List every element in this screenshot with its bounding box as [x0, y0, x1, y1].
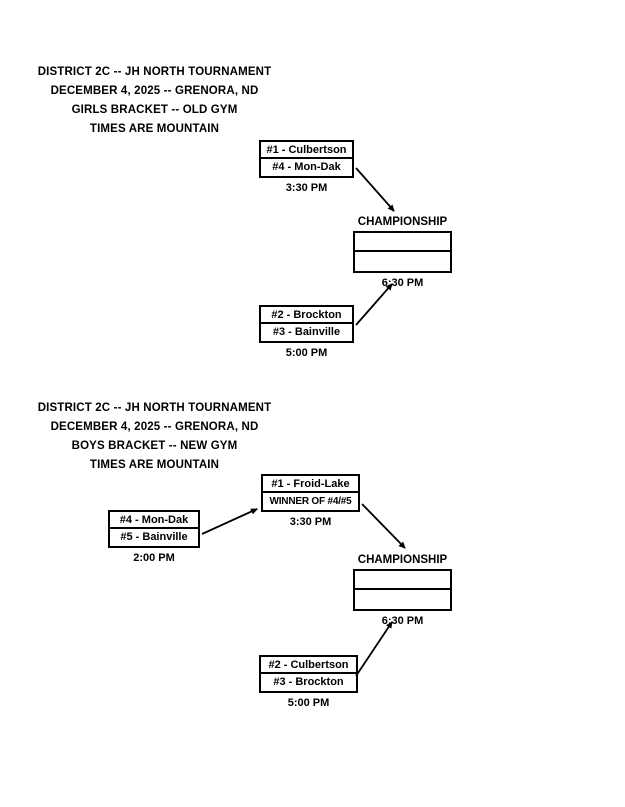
team-slot-bottom[interactable] — [355, 590, 450, 609]
game-time: 2:00 PM — [133, 552, 175, 564]
girls-championship-label: CHAMPIONSHIP — [357, 216, 448, 228]
girls-bracket-header: DISTRICT 2C -- JH NORTH TOURNAMENT DECEM… — [31, 63, 278, 139]
header-line-timezone: TIMES ARE MOUNTAIN — [89, 123, 220, 135]
game-box — [353, 231, 452, 273]
team-slot-bottom[interactable]: #5 - Bainville — [120, 531, 188, 543]
team-slot-top[interactable] — [355, 233, 450, 252]
game-boys-semifinal-2[interactable]: #2 - Culbertson #3 - Brockton 5:00 PM — [259, 655, 358, 711]
game-time: 6:30 PM — [381, 615, 424, 627]
arrow-boys-semifinal-2-to-championship — [355, 621, 393, 677]
game-girls-semifinal-2[interactable]: #2 - Brockton #3 - Bainville 5:00 PM — [259, 305, 354, 361]
game-time: 3:30 PM — [285, 182, 328, 194]
team-slot-bottom[interactable] — [355, 252, 450, 271]
boys-bracket-header: DISTRICT 2C -- JH NORTH TOURNAMENT DECEM… — [31, 399, 278, 475]
game-box: #2 - Brockton #3 - Bainville — [259, 305, 354, 343]
game-girls-semifinal-1[interactable]: #1 - Culbertson #4 - Mon-Dak 3:30 PM — [259, 140, 354, 196]
team-slot-top[interactable]: #4 - Mon-Dak — [110, 512, 198, 529]
game-box: #2 - Culbertson #3 - Brockton — [259, 655, 358, 693]
game-time: 5:00 PM — [287, 697, 330, 709]
header-line-tournament: DISTRICT 2C -- JH NORTH TOURNAMENT — [37, 66, 272, 78]
arrow-girls-semifinal-1-to-championship — [355, 167, 395, 212]
team-slot-bottom[interactable]: #3 - Brockton — [273, 676, 344, 688]
team-slot-bottom[interactable]: #4 - Mon-Dak — [272, 161, 341, 173]
team-slot-bottom[interactable]: #3 - Bainville — [272, 326, 341, 338]
team-slot-bottom[interactable]: WINNER OF #4/#5 — [269, 496, 352, 507]
header-line-date-location: DECEMBER 4, 2025 -- GRENORA, ND — [50, 421, 259, 433]
boys-championship-label: CHAMPIONSHIP — [357, 554, 448, 566]
game-box: #1 - Froid-Lake WINNER OF #4/#5 — [261, 474, 360, 512]
game-boys-semifinal-1[interactable]: #1 - Froid-Lake WINNER OF #4/#5 3:30 PM — [261, 474, 360, 530]
team-slot-top[interactable]: #1 - Culbertson — [261, 142, 352, 159]
header-line-date-location: DECEMBER 4, 2025 -- GRENORA, ND — [50, 85, 259, 97]
game-time: 3:30 PM — [289, 516, 332, 528]
header-line-tournament: DISTRICT 2C -- JH NORTH TOURNAMENT — [37, 402, 272, 414]
game-time: 6:30 PM — [381, 277, 424, 289]
game-box: #1 - Culbertson #4 - Mon-Dak — [259, 140, 354, 178]
team-slot-top[interactable] — [355, 571, 450, 590]
arrow-boys-semifinal-1-to-championship — [361, 503, 406, 549]
game-boys-championship[interactable]: 6:30 PM — [353, 569, 452, 629]
arrow-boys-playin-to-semifinal-1 — [201, 508, 258, 535]
team-slot-top[interactable]: #2 - Brockton — [261, 307, 352, 324]
team-slot-top[interactable]: #2 - Culbertson — [261, 657, 356, 674]
game-time: 5:00 PM — [285, 347, 328, 359]
header-line-bracket-venue: BOYS BRACKET -- NEW GYM — [71, 440, 238, 452]
game-box: #4 - Mon-Dak #5 - Bainville — [108, 510, 200, 548]
header-line-bracket-venue: GIRLS BRACKET -- OLD GYM — [71, 104, 238, 116]
game-boys-playin[interactable]: #4 - Mon-Dak #5 - Bainville 2:00 PM — [108, 510, 200, 566]
game-girls-championship[interactable]: 6:30 PM — [353, 231, 452, 291]
team-slot-top[interactable]: #1 - Froid-Lake — [263, 476, 358, 493]
game-box — [353, 569, 452, 611]
header-line-timezone: TIMES ARE MOUNTAIN — [89, 459, 220, 471]
